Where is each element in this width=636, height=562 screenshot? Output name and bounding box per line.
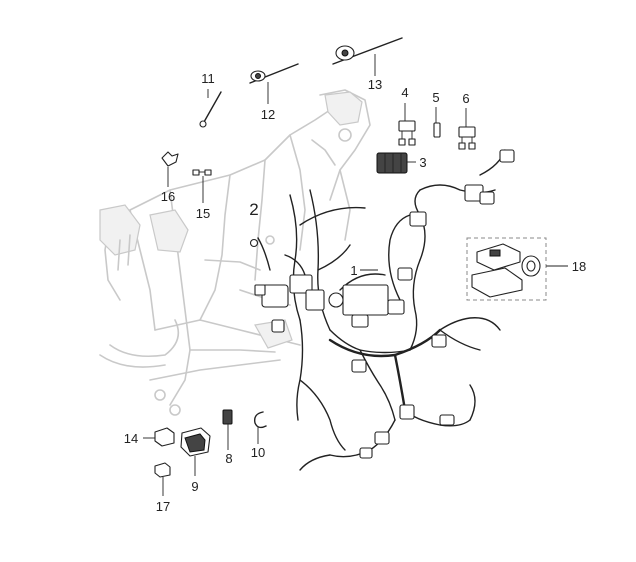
part-14-module (154, 427, 175, 447)
callout-13: 13 (368, 77, 382, 92)
leader-lines (143, 54, 568, 496)
part-4-fuse-pair (398, 120, 416, 146)
part-9-cover (180, 427, 211, 457)
callout-12: 12 (261, 107, 275, 122)
part-15-pins (192, 169, 212, 176)
callout-2: 2 (249, 200, 258, 219)
callout-14: 14 (124, 431, 138, 446)
scooter-frame (99, 89, 371, 416)
part-12-clip-tie (249, 63, 299, 84)
part-10-clip-ring (253, 411, 267, 429)
callout-8: 8 (225, 451, 232, 466)
harness-connectors (249, 149, 515, 459)
callout-15: 15 (196, 206, 210, 221)
part-6-fuse-pair (458, 126, 476, 150)
callout-6: 6 (462, 91, 469, 106)
part-13-long-tie (332, 37, 403, 65)
callout-3: 3 (419, 155, 426, 170)
part-5-fuse (433, 122, 441, 138)
callout-10: 10 (251, 445, 265, 460)
callout-16: 16 (161, 189, 175, 204)
callout-5: 5 (432, 90, 439, 105)
part-8-connector (222, 409, 233, 425)
part-17-small-connector (154, 462, 171, 478)
part-16-clip (161, 151, 179, 167)
callout-labels: 11 12 13 4 5 6 3 16 15 2 1 18 14 10 8 9 … (124, 71, 586, 514)
callout-4: 4 (401, 85, 408, 100)
part-3-relay-block (376, 152, 408, 174)
callout-18: 18 (572, 259, 586, 274)
callout-17: 17 (156, 499, 170, 514)
part-11-cable-tie (199, 91, 222, 128)
callout-1: 1 (350, 263, 357, 278)
callout-9: 9 (191, 479, 198, 494)
part-18-control-unit (466, 237, 547, 301)
callout-11: 11 (201, 71, 215, 86)
